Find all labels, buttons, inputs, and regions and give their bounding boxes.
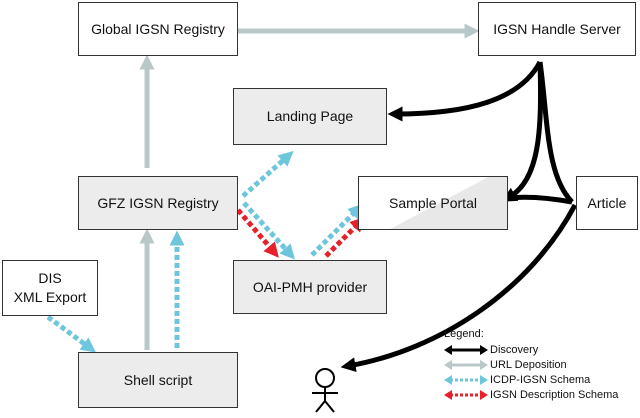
- article-box: Article: [576, 176, 638, 230]
- gfz-igsn-registry-label: GFZ IGSN Registry: [97, 194, 219, 211]
- igsn-handle-server-box: IGSN Handle Server: [478, 2, 636, 56]
- legend-title: Legend:: [444, 328, 484, 340]
- legend-label-icdp-igsn-schema: ICDP-IGSN Schema: [490, 373, 591, 386]
- arrow-discovery-article-to-portal: [507, 194, 573, 205]
- dotted-arrow-blue-icon: [444, 374, 488, 385]
- double-arrow-black-icon: [444, 344, 488, 355]
- global-igsn-registry-box: Global IGSN Registry: [78, 2, 238, 56]
- dis-xml-export-label-line1: DIS: [38, 270, 62, 286]
- legend-label-url-deposition: URL Deposition: [490, 358, 567, 371]
- stick-figure-icon: [312, 368, 338, 413]
- landing-page-label: Landing Page: [266, 108, 354, 124]
- sample-portal-box: Sample Portal: [358, 176, 508, 230]
- arrow-discovery-handle-to-landing: [387, 60, 543, 122]
- dotted-arrow-red-icon: [444, 389, 488, 400]
- oai-pmh-provider-box: OAI-PMH provider: [233, 260, 387, 314]
- arrow-gfz-to-oai-schema: [242, 201, 296, 260]
- oai-pmh-provider-label: OAI-PMH provider: [252, 278, 368, 295]
- legend-label-igsn-description-schema: IGSN Description Schema: [490, 388, 619, 401]
- legend-item-discovery: Discovery: [444, 342, 640, 357]
- legend-item-igsn-description-schema: IGSN Description Schema: [444, 387, 640, 402]
- legend-item-icdp-igsn-schema: ICDP-IGSN Schema: [444, 372, 640, 387]
- arrow-oai-to-portal-description: [324, 216, 366, 258]
- article-label: Article: [587, 194, 627, 211]
- arrow-oai-to-portal-schema: [310, 203, 364, 257]
- legend-item-url-deposition: URL Deposition: [444, 357, 640, 372]
- shell-script-box: Shell script: [78, 352, 238, 408]
- global-igsn-registry-label: Global IGSN Registry: [91, 20, 225, 37]
- arrow-dis-to-shell: [46, 314, 97, 353]
- igsn-handle-server-label: IGSN Handle Server: [493, 20, 621, 37]
- gfz-igsn-registry-box: GFZ IGSN Registry: [78, 176, 238, 230]
- arrow-gfz-to-oai-description: [236, 208, 279, 258]
- legend: Legend: Discovery URL Deposition: [444, 326, 640, 402]
- dis-xml-export-box: DIS XML Export: [2, 260, 98, 316]
- arrow-discovery-user-to-article: [340, 203, 578, 373]
- sample-portal-label: Sample Portal: [389, 194, 477, 211]
- arrow-gfz-to-landing: [241, 151, 294, 198]
- arrow-discovery-handle-to-portal: [501, 61, 544, 202]
- shell-script-label: Shell script: [123, 371, 193, 388]
- dis-xml-export-label-line2: XML Export: [13, 289, 87, 305]
- double-arrow-grey-icon: [444, 359, 488, 370]
- arrow-discovery-handle-to-article: [537, 61, 574, 204]
- legend-label-discovery: Discovery: [490, 343, 539, 356]
- landing-page-box: Landing Page: [233, 88, 387, 145]
